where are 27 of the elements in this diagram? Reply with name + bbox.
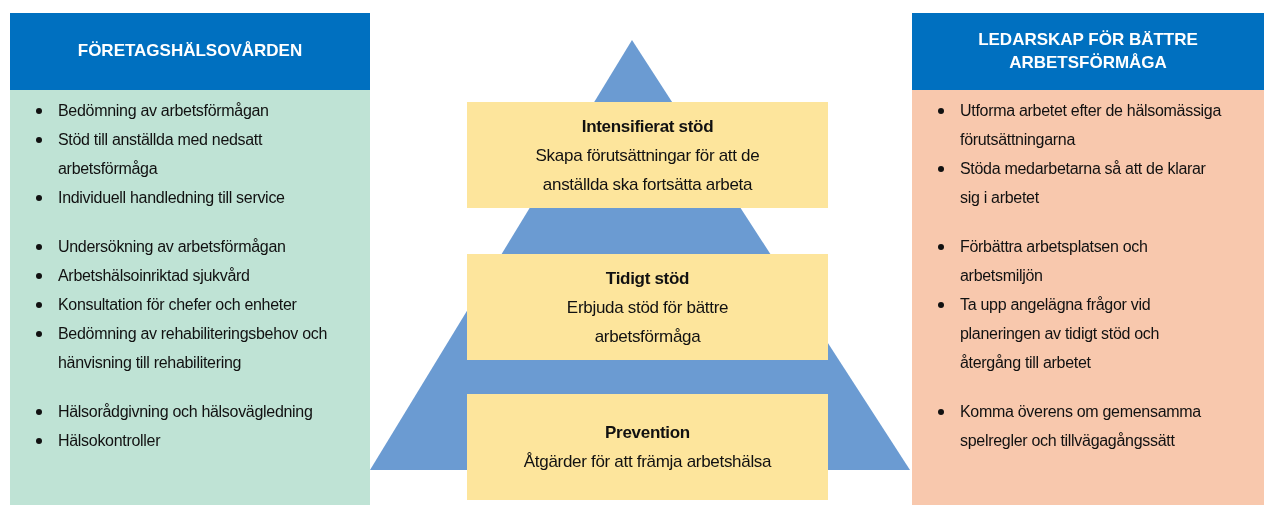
panel-card [912, 13, 1264, 505]
list-item: Bedömning av arbetsförmågan [58, 102, 269, 119]
list-item: Bedömning av rehabiliteringsbehov och hänvisning till rehabilitering [58, 325, 328, 371]
list-item: Undersökning av arbetsförmågan [58, 238, 286, 255]
panel-heading: FÖRETAGSHÄLSOVÅRDEN [10, 13, 370, 90]
list-item: Individuell handledning till service [58, 189, 285, 206]
level-description: Erbjuda stöd för bättre arbetsförmåga [565, 296, 730, 348]
list-item: Ta upp angelägna frågor vid planeringen av tidigt stöd och återgång till arbetet [960, 296, 1160, 371]
level-box [467, 254, 828, 360]
list-item: Arbetshälsoinriktad sjukvård [58, 267, 250, 284]
level-box [467, 102, 828, 208]
panel-heading: LEDARSKAP FÖR BÄTTRE ARBETSFÖRMÅGA [912, 13, 1264, 90]
list-item: Hälsokontroller [58, 432, 161, 449]
level-title: Intensifierat stöd [581, 115, 714, 138]
list-item: Stöda medarbetarna så att de klarar sig i arbetet [960, 160, 1206, 206]
list-item: Komma överens om gemensamma spelregler och tillvägagångssätt [960, 403, 1201, 449]
list-item: Hälsorådgivning och hälsovägledning [58, 403, 313, 420]
level-description: Skapa förutsättningar för att de anställda ska fortsätta arbeta [534, 144, 761, 196]
level-box [467, 394, 828, 500]
level-title: Prevention [605, 422, 690, 444]
level-title: Tidigt stöd [605, 267, 690, 290]
list-item: Utforma arbetet efter de hälsomässiga förutsättningarna [960, 102, 1222, 148]
panel-card [10, 13, 370, 505]
list-item: Stöd till anställda med nedsatt arbetsförmåga [58, 131, 263, 177]
level-description: Åtgärder för att främja arbetshälsa [522, 451, 773, 473]
list-item: Konsultation för chefer och enheter [58, 296, 297, 313]
list-item: Förbättra arbetsplatsen och arbetsmiljön [960, 238, 1148, 284]
